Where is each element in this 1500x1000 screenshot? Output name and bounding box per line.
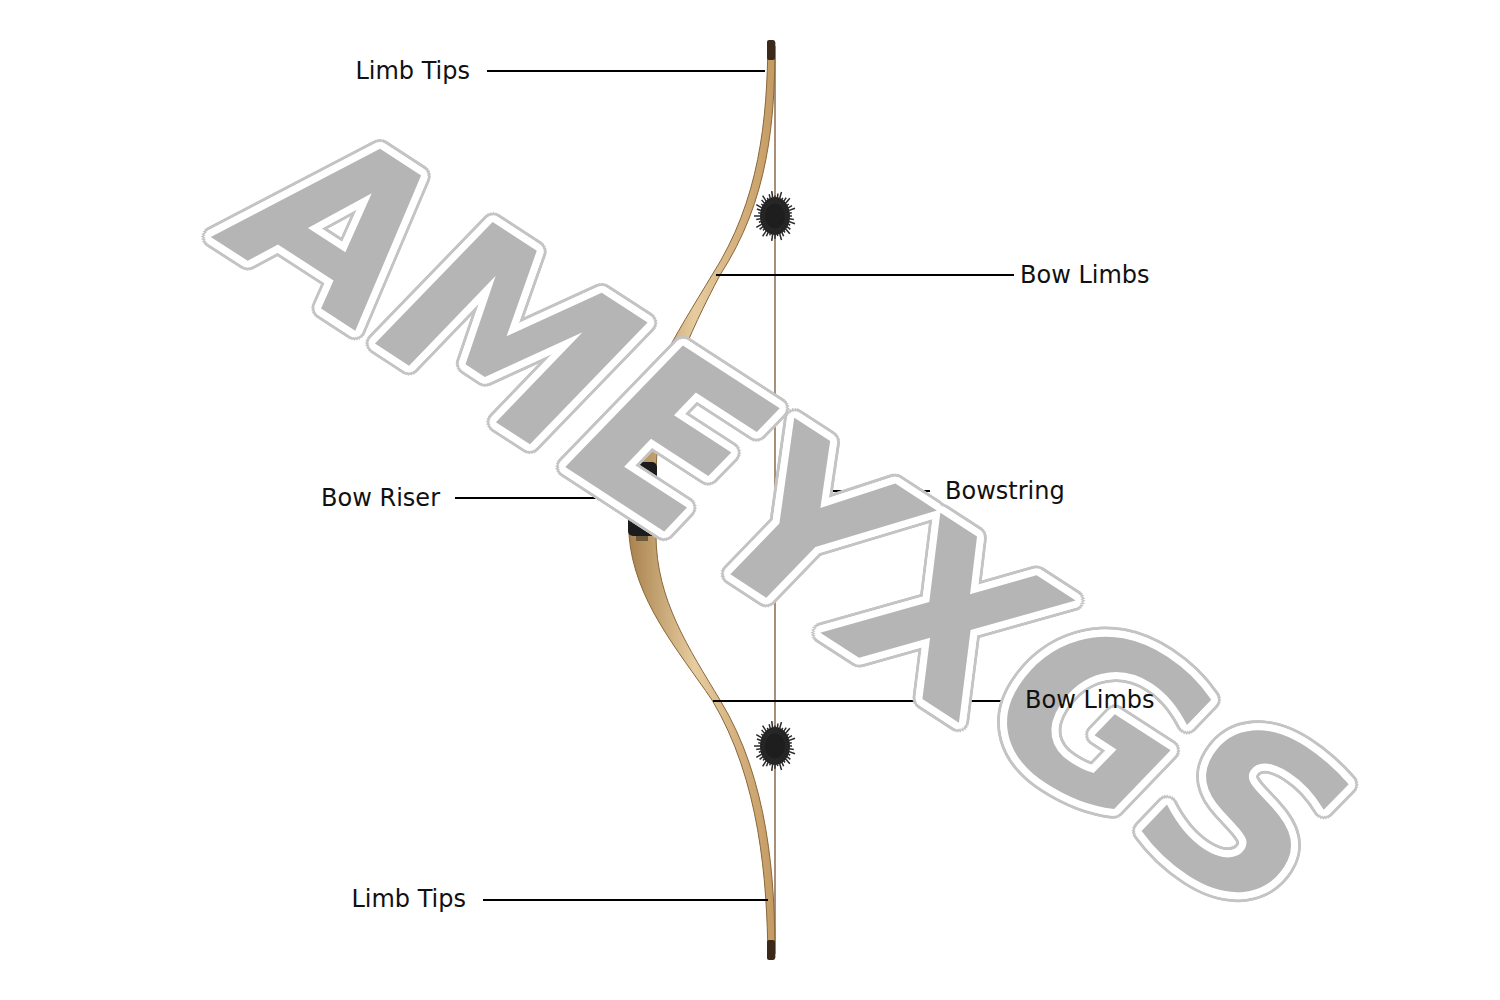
silencer-fibre [756,748,765,750]
silencer-fibre [777,758,778,766]
part-label: Bow Limbs [1025,686,1155,715]
limb-tip [767,940,775,960]
silencer-fibre [785,213,792,214]
silencer-fibre [772,721,774,734]
part-label: Bow Riser [321,484,440,513]
silencer-fibre [777,193,778,203]
silencer-fibre [756,205,766,211]
watermark: AMEYXGS [204,84,1376,956]
silencer-fibre [756,218,765,220]
silencer-fibre [756,752,766,758]
silencer-fibre [778,758,781,770]
silencer-fibre [785,745,792,747]
silencer-fibre [774,196,776,204]
silencer-fibre [785,208,795,212]
silencer-fibre [756,222,766,228]
silencer-fibre [758,743,765,744]
silencer-fibre [754,215,765,217]
silencer-fibre [785,218,794,220]
silencer-fibre [756,735,766,741]
silencer-fibre [759,750,766,752]
part-label: Limb Tips [355,57,470,86]
silencer-fibre [785,748,794,750]
silencer-fibre [759,220,766,222]
silencer-fibre [774,759,776,769]
part-label: Limb Tips [351,885,466,914]
silencer-fibre [774,726,776,734]
silencer-fibre [758,213,765,214]
silencer-fibre [774,229,776,239]
silencer-fibre [785,743,792,744]
part-label: Bow Limbs [1020,261,1150,290]
silencer-fibre [778,228,781,240]
silencer-fibre [769,194,772,204]
part-label: Bowstring [945,477,1065,506]
silencer-fibre [785,738,795,742]
limb-tip [767,40,775,60]
silencer-fibre [769,724,772,734]
silencer-fibre [777,723,778,733]
silencer-fibre [777,228,778,236]
silencer-fibre [785,215,792,217]
silencer-fibre [772,191,774,204]
silencer-fibre [754,745,765,747]
